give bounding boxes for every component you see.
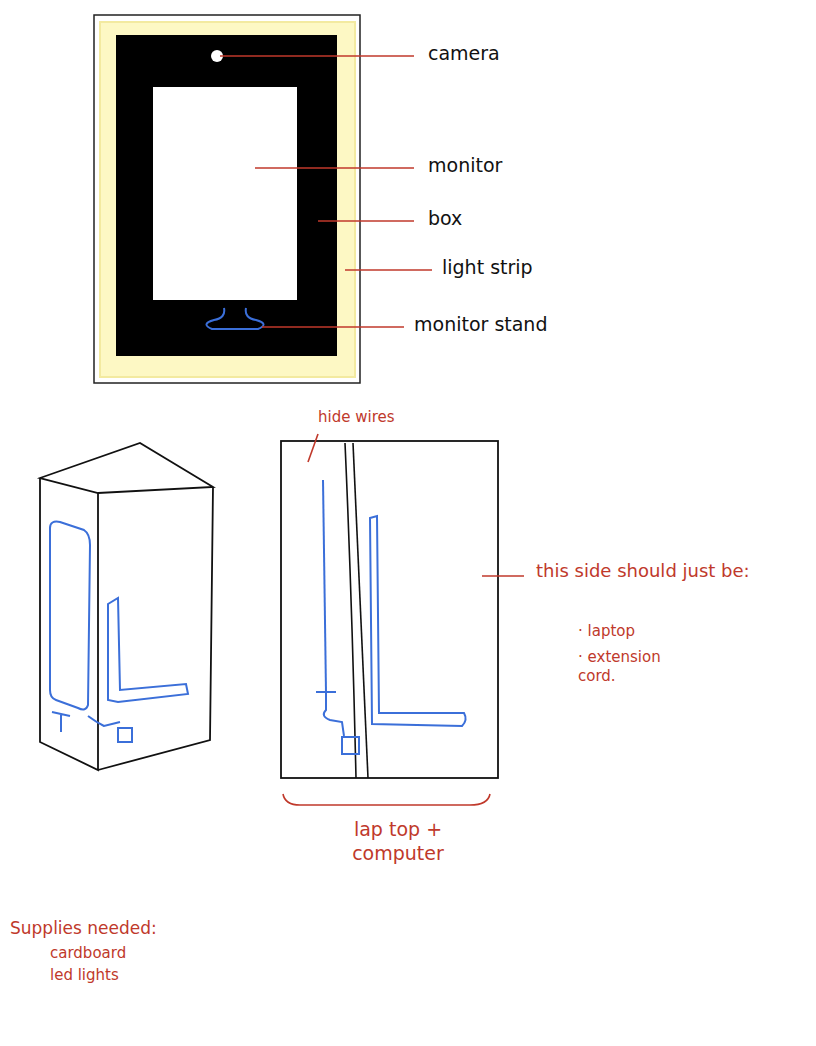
- note-item: · extension cord.: [578, 648, 690, 686]
- leader-lines: [220, 56, 432, 327]
- bracket-label: lap top + computer: [318, 818, 478, 866]
- note-item: · laptop: [578, 622, 635, 641]
- part-label: light strip: [442, 256, 533, 280]
- light-strip: [100, 22, 355, 377]
- supplies-heading: Supplies needed:: [10, 918, 157, 939]
- part-label: monitor stand: [414, 313, 547, 337]
- part-label: camera: [428, 42, 500, 66]
- note-label: this side should just be:: [536, 560, 756, 583]
- box-3d: [40, 443, 213, 770]
- note-label: hide wires: [318, 408, 395, 427]
- box-3d-parts: [50, 522, 188, 742]
- side-view-parts: [316, 480, 466, 754]
- supplies-item: led lights: [50, 966, 119, 985]
- divider: [345, 443, 368, 778]
- box: [116, 35, 337, 356]
- supplies-item: cardboard: [50, 944, 126, 963]
- monitor-stand: [206, 308, 263, 329]
- part-label: box: [428, 207, 462, 231]
- annotation-marks: [283, 434, 524, 805]
- side-view-frame: [281, 441, 498, 778]
- monitor: [153, 87, 297, 300]
- part-label: monitor: [428, 154, 502, 178]
